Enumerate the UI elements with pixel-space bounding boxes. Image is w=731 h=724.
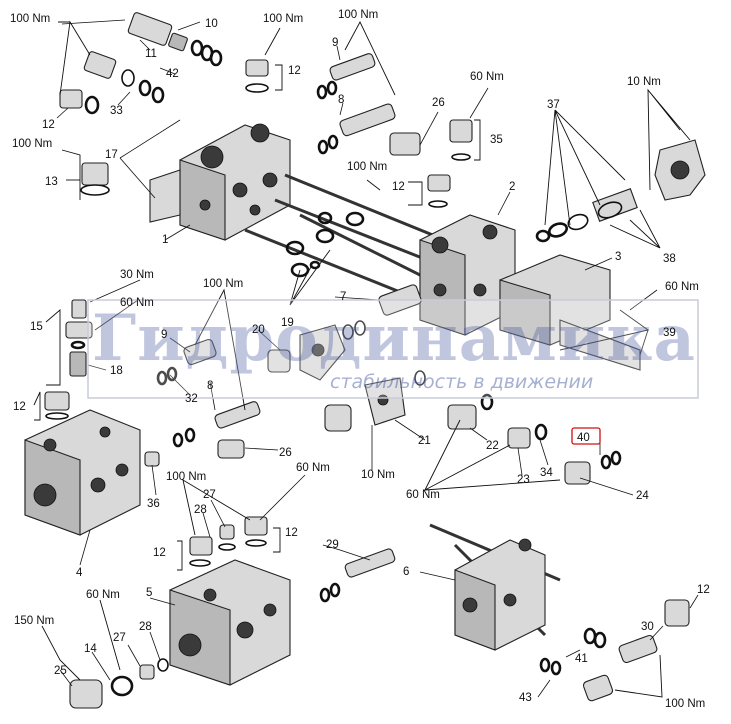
part-number: 25 <box>54 665 67 677</box>
torque-label: 100 Nm <box>10 13 50 25</box>
part-number: 38 <box>663 253 676 265</box>
part-number: 36 <box>147 498 160 510</box>
part-number: 4 <box>76 567 83 579</box>
part-number-labels: 1 2 3 4 5 6 7 8 8 9 9 10 11 12 12 12 12 … <box>13 18 710 704</box>
spools-21-24 <box>324 370 622 485</box>
torque-label: 100 Nm <box>203 278 243 290</box>
torque-label: 60 Nm <box>665 281 699 293</box>
part-number: 7 <box>340 291 346 303</box>
part-number: 28 <box>139 621 152 633</box>
part-number: 41 <box>575 653 588 665</box>
part-number: 9 <box>332 37 338 49</box>
watermark-title: Гидродинамика <box>92 301 696 376</box>
part-number: 26 <box>279 447 292 459</box>
valve-section-4 <box>24 409 141 536</box>
torque-label: 60 Nm <box>406 489 440 501</box>
part-number: 43 <box>519 692 532 704</box>
part-number: 37 <box>547 99 560 111</box>
part-number: 22 <box>486 440 499 452</box>
part-number: 9 <box>161 329 167 341</box>
valve-section-5 <box>169 559 291 686</box>
part-number: 12 <box>42 119 55 131</box>
tie-rods <box>244 173 446 302</box>
part-number: 12 <box>288 65 301 77</box>
part-number: 6 <box>403 566 409 578</box>
torque-label: 100 Nm <box>338 9 378 21</box>
part-number: 11 <box>145 48 157 60</box>
part-number: 30 <box>641 621 654 633</box>
torque-label: 60 Nm <box>120 297 154 309</box>
watermark: Гидродинамика стабильность в движении <box>87 299 699 399</box>
part-number: 24 <box>636 490 649 502</box>
part-number: 12 <box>697 584 710 596</box>
part-number: 2 <box>509 181 515 193</box>
part-number: 29 <box>326 539 339 551</box>
part-number: 20 <box>252 324 265 336</box>
part-number: 13 <box>45 176 58 188</box>
torque-label: 30 Nm <box>120 269 154 281</box>
part-number: 12 <box>13 401 26 413</box>
part-number: 18 <box>110 365 123 377</box>
part-number: 26 <box>432 97 445 109</box>
part-number-highlighted: 40 <box>577 432 590 444</box>
part-number: 27 <box>203 489 216 501</box>
part-number: 32 <box>185 393 198 405</box>
torque-label: 100 Nm <box>263 13 303 25</box>
part-number: 5 <box>146 587 152 599</box>
valve-section-6 <box>429 523 561 651</box>
part-number: 28 <box>194 504 207 516</box>
part-number: 21 <box>418 435 431 447</box>
part-number: 39 <box>663 327 676 339</box>
part-number: 12 <box>285 527 298 539</box>
part-number: 17 <box>105 149 118 161</box>
cartridges-bottom-right <box>539 599 690 702</box>
torque-label: 10 Nm <box>361 469 395 481</box>
cartridge-29 <box>319 548 396 603</box>
part-number: 15 <box>30 321 43 333</box>
torque-label: 100 Nm <box>12 138 52 150</box>
pilot-valve-15 <box>44 299 93 420</box>
torque-label: 150 Nm <box>14 615 54 627</box>
part-number: 8 <box>338 94 344 106</box>
torque-label: 10 Nm <box>627 76 661 88</box>
torque-label: 100 Nm <box>166 471 206 483</box>
part-number: 23 <box>517 474 530 486</box>
part-number: 3 <box>615 251 621 263</box>
cartridge-valves-mid <box>144 338 261 467</box>
part-number: 10 <box>205 18 218 30</box>
torque-label: 100 Nm <box>347 161 387 173</box>
end-cover-top-right <box>535 139 706 243</box>
part-number: 35 <box>490 134 503 146</box>
part-number: 8 <box>207 380 213 392</box>
cartridge-valves-top <box>316 53 473 208</box>
o-rings-19 <box>285 211 365 278</box>
torque-label: 60 Nm <box>86 589 120 601</box>
part-number: 14 <box>84 643 97 655</box>
torque-label: 60 Nm <box>470 71 504 83</box>
torque-label: 100 Nm <box>665 698 705 710</box>
part-number: 33 <box>110 105 123 117</box>
plugs-bottom-left <box>69 658 169 709</box>
part-number: 12 <box>153 547 166 559</box>
torque-label: 60 Nm <box>296 462 330 474</box>
part-number: 12 <box>392 181 405 193</box>
leader-lines <box>33 19 699 698</box>
torque-labels: 100 Nm 100 Nm 100 Nm 100 Nm 100 Nm 100 N… <box>10 9 705 710</box>
part-number: 1 <box>162 234 168 246</box>
plugs-top-left <box>59 12 269 196</box>
watermark-slogan: стабильность в движении <box>330 371 593 393</box>
part-number: 19 <box>281 317 294 329</box>
highlight-part-40 <box>571 427 601 445</box>
part-number: 34 <box>540 467 553 479</box>
part-number: 27 <box>113 632 126 644</box>
part-number: 42 <box>166 68 179 80</box>
valve-body-main <box>149 123 291 241</box>
plugs-above-section-5 <box>189 516 268 567</box>
